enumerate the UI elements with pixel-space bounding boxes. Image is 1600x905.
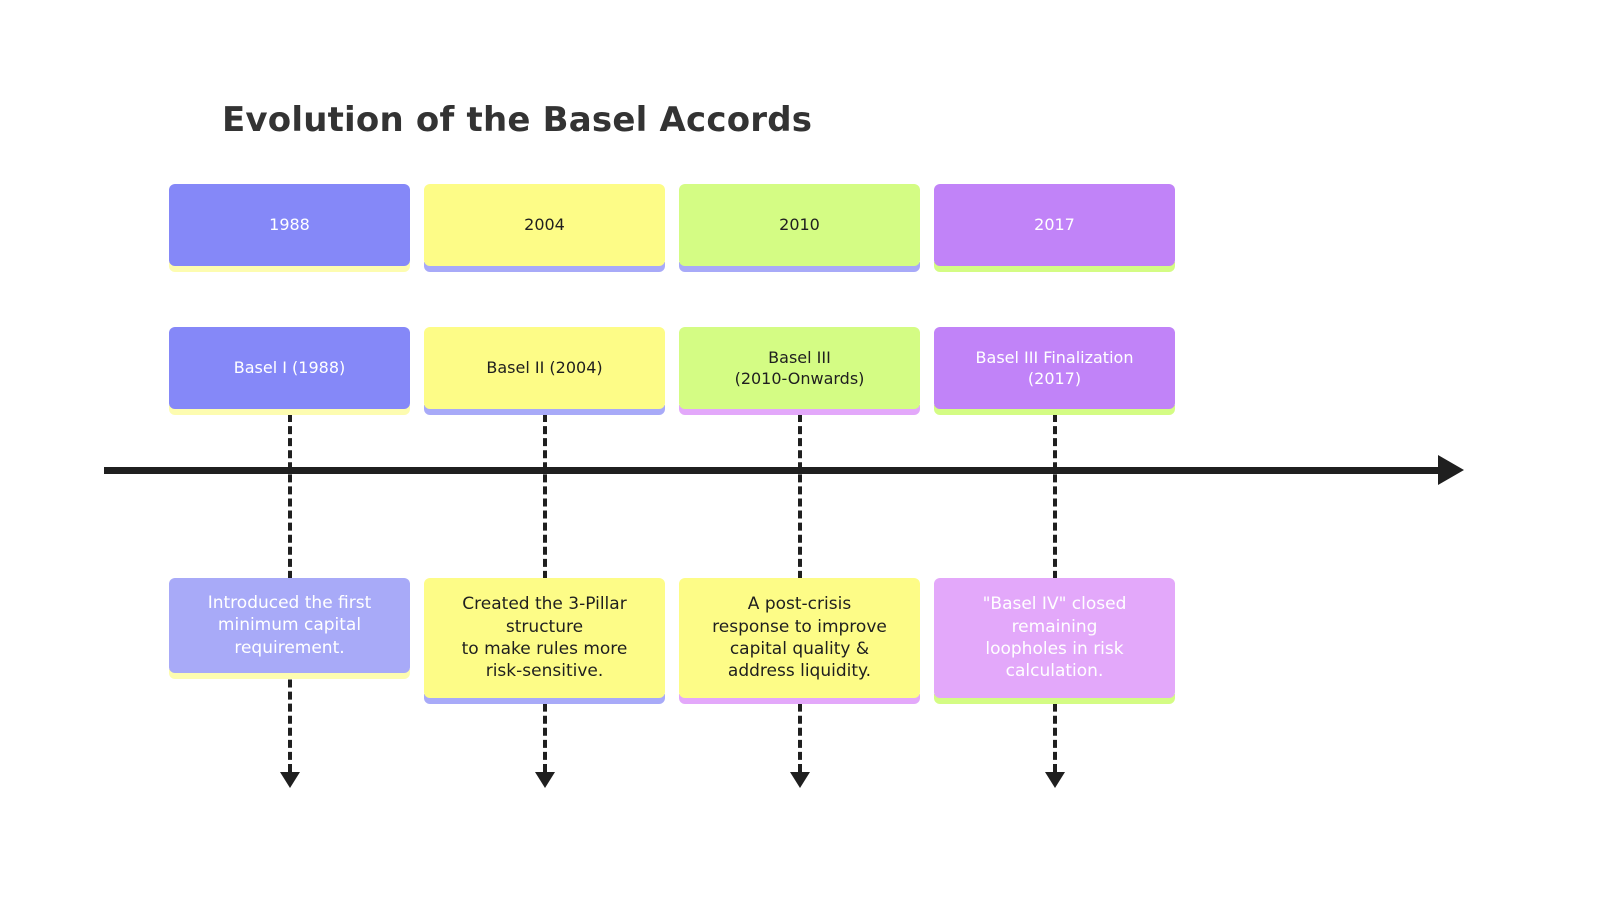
event-card-shadow-bar — [169, 405, 410, 415]
event-card-shadow-bar — [679, 405, 920, 415]
description-card-2[interactable]: Created the 3-Pillar structure to make r… — [424, 578, 665, 698]
description-card-shadow-bar — [424, 694, 665, 704]
page-title: Evolution of the Basel Accords — [222, 100, 813, 140]
period-card-3[interactable]: 2010 — [679, 184, 920, 266]
period-card-2[interactable]: 2004 — [424, 184, 665, 266]
event-card-1[interactable]: Basel I (1988) — [169, 327, 410, 409]
connector-arrow-icon-4 — [1045, 772, 1065, 788]
connector-arrow-icon-2 — [535, 772, 555, 788]
description-card-4[interactable]: "Basel IV" closed remaining loopholes in… — [934, 578, 1175, 698]
period-card-shadow-bar — [679, 262, 920, 272]
connector-arrow-icon-1 — [280, 772, 300, 788]
event-card-4[interactable]: Basel III Finalization (2017) — [934, 327, 1175, 409]
description-card-shadow-bar — [169, 669, 410, 679]
description-card-shadow-bar — [679, 694, 920, 704]
timeline-axis-line — [104, 467, 1449, 474]
event-card-shadow-bar — [934, 405, 1175, 415]
period-card-shadow-bar — [424, 262, 665, 272]
description-card-3[interactable]: A post-crisis response to improve capita… — [679, 578, 920, 698]
period-card-4[interactable]: 2017 — [934, 184, 1175, 266]
period-card-shadow-bar — [169, 262, 410, 272]
event-card-2[interactable]: Basel II (2004) — [424, 327, 665, 409]
description-card-1[interactable]: Introduced the first minimum capital req… — [169, 578, 410, 673]
period-card-1[interactable]: 1988 — [169, 184, 410, 266]
period-card-shadow-bar — [934, 262, 1175, 272]
event-card-shadow-bar — [424, 405, 665, 415]
right-arrow-icon — [1438, 455, 1464, 485]
connector-arrow-icon-3 — [790, 772, 810, 788]
description-card-shadow-bar — [934, 694, 1175, 704]
event-card-3[interactable]: Basel III (2010-Onwards) — [679, 327, 920, 409]
